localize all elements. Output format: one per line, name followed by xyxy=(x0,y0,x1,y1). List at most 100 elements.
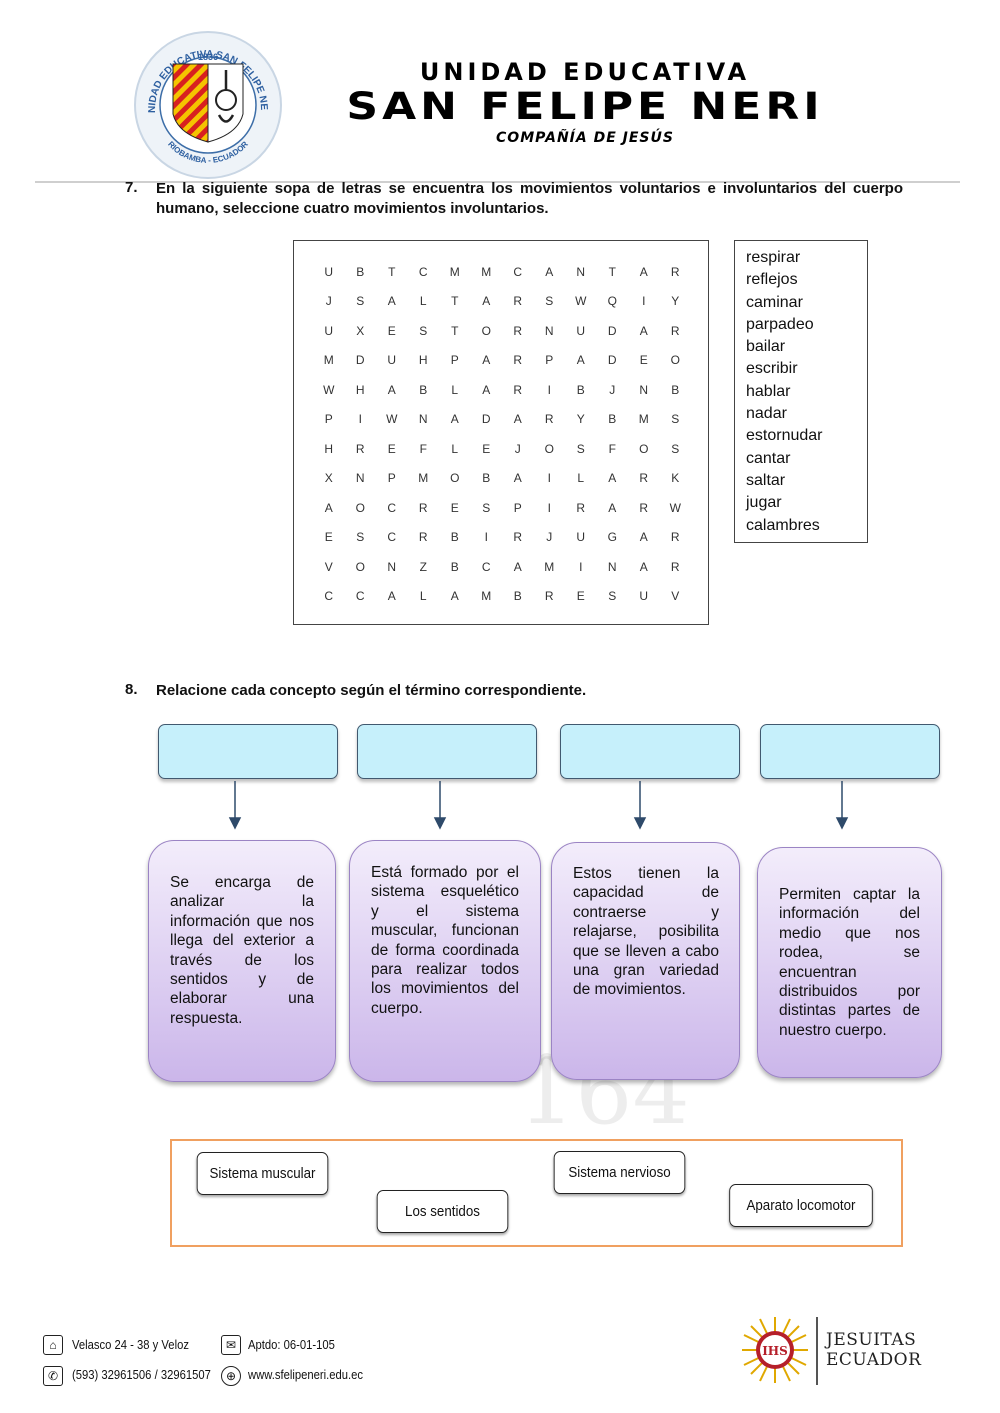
grid-letter[interactable]: S xyxy=(545,294,554,309)
grid-letter[interactable]: S xyxy=(576,441,585,456)
grid-letter[interactable]: U xyxy=(576,530,586,545)
grid-letter[interactable]: I xyxy=(547,382,551,397)
grid-letter[interactable]: W xyxy=(575,294,587,309)
grid-letter[interactable]: B xyxy=(419,382,428,397)
answer-box-3[interactable] xyxy=(560,724,740,779)
grid-letter[interactable]: R xyxy=(513,323,523,338)
grid-letter[interactable]: U xyxy=(324,323,334,338)
grid-letter[interactable]: N xyxy=(387,559,397,574)
grid-letter[interactable]: P xyxy=(450,353,459,368)
grid-letter[interactable]: R xyxy=(670,264,680,279)
grid-letter[interactable]: P xyxy=(324,412,333,427)
grid-letter[interactable]: C xyxy=(418,264,428,279)
grid-letter[interactable]: O xyxy=(355,500,365,515)
grid-letter[interactable]: A xyxy=(513,412,522,427)
grid-letter[interactable]: M xyxy=(323,353,334,368)
grid-letter[interactable]: B xyxy=(482,471,491,486)
grid-letter[interactable]: S xyxy=(419,323,428,338)
grid-letter[interactable]: T xyxy=(608,264,616,279)
grid-letter[interactable]: A xyxy=(387,294,396,309)
grid-letter[interactable]: Q xyxy=(607,294,617,309)
grid-letter[interactable]: L xyxy=(419,294,427,309)
grid-letter[interactable]: A xyxy=(482,294,491,309)
grid-letter[interactable]: A xyxy=(608,500,617,515)
grid-letter[interactable]: Z xyxy=(419,559,427,574)
grid-letter[interactable]: R xyxy=(544,412,554,427)
grid-letter[interactable]: T xyxy=(451,294,459,309)
grid-letter[interactable]: N xyxy=(355,471,365,486)
grid-letter[interactable]: E xyxy=(387,441,396,456)
grid-letter[interactable]: B xyxy=(450,559,459,574)
grid-letter[interactable]: U xyxy=(387,353,397,368)
term-sistema-nervioso[interactable]: Sistema nervioso xyxy=(553,1151,686,1194)
grid-letter[interactable]: N xyxy=(576,264,586,279)
grid-letter[interactable]: A xyxy=(639,323,648,338)
grid-letter[interactable]: A xyxy=(387,382,396,397)
grid-letter[interactable]: F xyxy=(608,441,616,456)
grid-letter[interactable]: T xyxy=(388,264,396,279)
grid-letter[interactable]: S xyxy=(671,441,680,456)
grid-letter[interactable]: U xyxy=(324,264,334,279)
grid-letter[interactable]: E xyxy=(576,589,585,604)
grid-letter[interactable]: E xyxy=(324,530,333,545)
grid-letter[interactable]: C xyxy=(481,559,491,574)
grid-letter[interactable]: P xyxy=(387,471,396,486)
grid-letter[interactable]: M xyxy=(481,264,492,279)
grid-letter[interactable]: T xyxy=(451,323,459,338)
grid-letter[interactable]: R xyxy=(544,589,554,604)
grid-letter[interactable]: U xyxy=(639,589,649,604)
grid-letter[interactable]: N xyxy=(418,412,428,427)
grid-letter[interactable]: R xyxy=(513,382,523,397)
grid-letter[interactable]: R xyxy=(513,353,523,368)
grid-letter[interactable]: A xyxy=(513,471,522,486)
grid-letter[interactable]: C xyxy=(513,264,523,279)
answer-box-4[interactable] xyxy=(760,724,940,779)
grid-letter[interactable]: R xyxy=(670,559,680,574)
grid-letter[interactable]: O xyxy=(450,471,460,486)
grid-letter[interactable]: R xyxy=(639,471,649,486)
grid-letter[interactable]: C xyxy=(387,530,397,545)
grid-letter[interactable]: B xyxy=(513,589,522,604)
grid-letter[interactable]: C xyxy=(324,589,334,604)
grid-letter[interactable]: D xyxy=(607,323,617,338)
grid-letter[interactable]: G xyxy=(607,530,617,545)
grid-letter[interactable]: A xyxy=(387,589,396,604)
grid-letter[interactable]: E xyxy=(387,323,396,338)
grid-letter[interactable]: N xyxy=(639,382,649,397)
grid-letter[interactable]: D xyxy=(607,353,617,368)
grid-letter[interactable]: D xyxy=(481,412,491,427)
grid-letter[interactable]: R xyxy=(513,530,523,545)
grid-letter[interactable]: O xyxy=(670,353,680,368)
grid-letter[interactable]: V xyxy=(324,559,333,574)
grid-letter[interactable]: S xyxy=(608,589,617,604)
grid-letter[interactable]: O xyxy=(544,441,554,456)
grid-letter[interactable]: A xyxy=(482,353,491,368)
grid-letter[interactable]: J xyxy=(325,294,332,309)
grid-letter[interactable]: U xyxy=(576,323,586,338)
grid-letter[interactable]: I xyxy=(358,412,362,427)
grid-letter[interactable]: Y xyxy=(671,294,680,309)
grid-letter[interactable]: M xyxy=(481,589,492,604)
grid-letter[interactable]: Y xyxy=(576,412,585,427)
grid-letter[interactable]: K xyxy=(671,471,680,486)
grid-letter[interactable]: I xyxy=(484,530,488,545)
grid-letter[interactable]: H xyxy=(418,353,428,368)
grid-letter[interactable]: X xyxy=(356,323,365,338)
grid-letter[interactable]: C xyxy=(387,500,397,515)
grid-letter[interactable]: A xyxy=(482,382,491,397)
term-sistema-muscular[interactable]: Sistema muscular xyxy=(196,1152,329,1195)
grid-letter[interactable]: O xyxy=(355,559,365,574)
grid-letter[interactable]: N xyxy=(544,323,554,338)
grid-letter[interactable]: E xyxy=(639,353,648,368)
grid-letter[interactable]: L xyxy=(577,471,585,486)
grid-letter[interactable]: I xyxy=(642,294,646,309)
grid-letter[interactable]: J xyxy=(546,530,553,545)
grid-letter[interactable]: J xyxy=(609,382,616,397)
grid-letter[interactable]: E xyxy=(482,441,491,456)
grid-letter[interactable]: O xyxy=(481,323,491,338)
grid-letter[interactable]: P xyxy=(545,353,554,368)
grid-letter[interactable]: A xyxy=(324,500,333,515)
grid-letter[interactable]: H xyxy=(324,441,334,456)
grid-letter[interactable]: O xyxy=(639,441,649,456)
answer-box-1[interactable] xyxy=(158,724,338,779)
